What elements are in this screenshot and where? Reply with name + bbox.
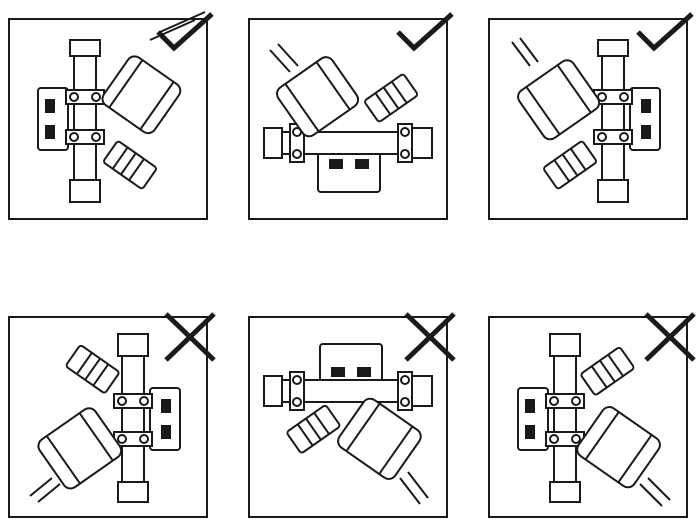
installation-panel-2: [248, 12, 454, 220]
installation-panel-4: [8, 312, 216, 518]
check-mark-icon: [396, 12, 454, 52]
pump-drawing: [511, 37, 661, 203]
pump-drawing: [37, 11, 206, 203]
cross-mark-icon: [644, 312, 696, 362]
installation-panel-6: [488, 312, 696, 518]
cross-mark-icon: [164, 312, 216, 362]
installation-panel-1: [8, 11, 214, 220]
pump-drawing: [263, 43, 433, 193]
installation-panel-3: [488, 12, 694, 220]
cross-mark-icon: [404, 312, 456, 362]
pump-drawing: [263, 343, 433, 505]
check-mark-icon: [156, 12, 214, 52]
pump-drawing: [29, 333, 181, 503]
check-mark-icon: [636, 12, 694, 52]
pump-drawing: [517, 333, 671, 507]
installation-panel-5: [248, 312, 456, 518]
